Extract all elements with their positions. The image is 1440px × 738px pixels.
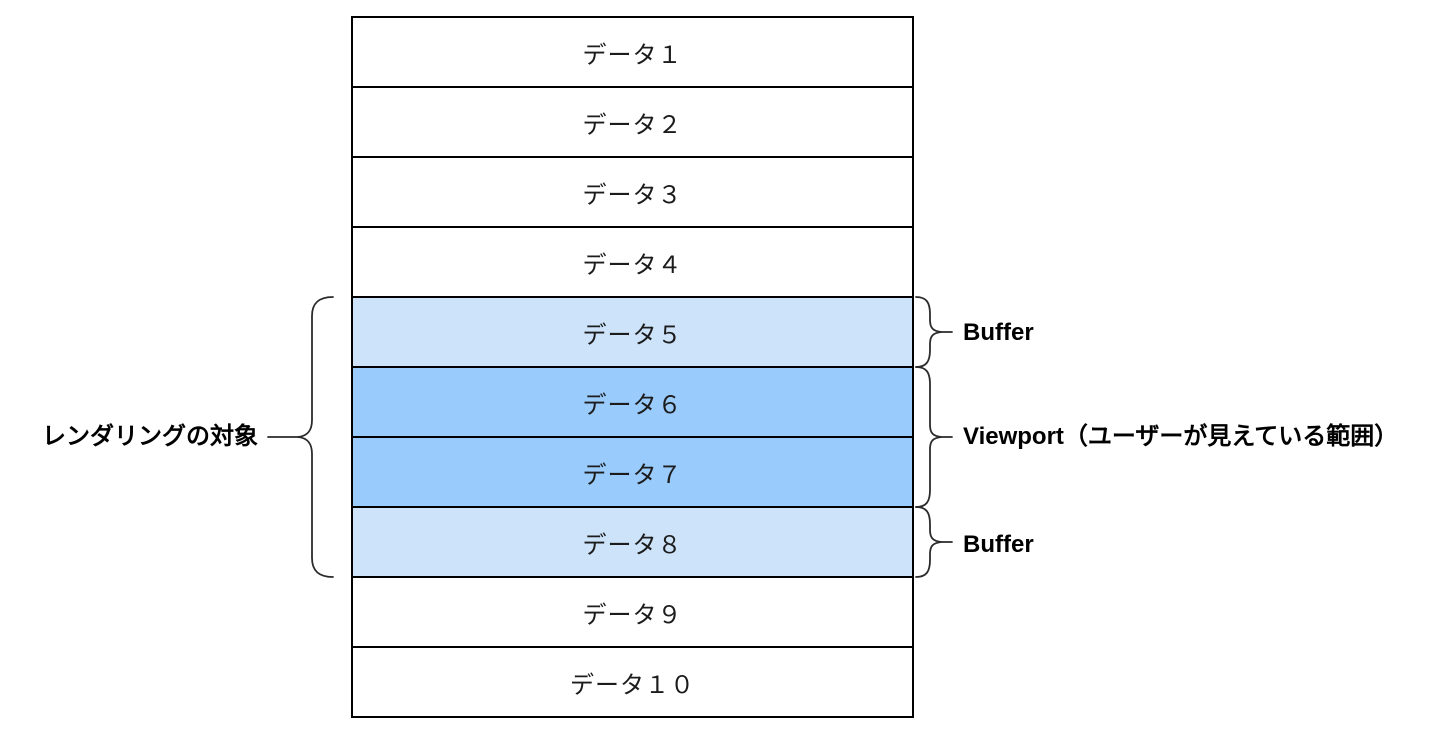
data-row-2: データ２ <box>353 88 912 158</box>
data-row-label: データ４ <box>582 251 683 279</box>
buffer-top-label: Buffer <box>963 319 1034 346</box>
data-row-1: データ１ <box>353 18 912 88</box>
viewport-label: Viewport（ユーザーが見えている範囲） <box>963 423 1399 450</box>
left-annotation-label: レンダリングの対象 <box>42 423 258 450</box>
right-brace-buffer-bottom-icon <box>915 506 942 578</box>
right-brace-viewport-icon <box>915 366 942 508</box>
left-brace-icon <box>297 296 334 578</box>
data-row-9: データ９ <box>353 578 912 648</box>
data-row-label: データ５ <box>582 321 683 349</box>
buffer-bottom-label: Buffer <box>963 531 1034 558</box>
data-row-label: データ７ <box>582 461 683 489</box>
data-row-6-viewport: データ６ <box>353 368 912 438</box>
data-row-5-buffer: データ５ <box>353 298 912 368</box>
data-row-7-viewport: データ７ <box>353 438 912 508</box>
data-row-3: データ３ <box>353 158 912 228</box>
data-row-label: データ６ <box>582 391 683 419</box>
data-list: データ１ データ２ データ３ データ４ データ５ データ６ データ７ データ８ … <box>351 16 914 718</box>
data-row-label: データ１０ <box>570 671 695 699</box>
data-row-label: データ２ <box>582 111 683 139</box>
data-row-label: データ３ <box>582 181 683 209</box>
data-row-label: データ１ <box>582 41 683 69</box>
data-row-4: データ４ <box>353 228 912 298</box>
right-brace-buffer-top-icon <box>915 296 942 368</box>
data-row-10: データ１０ <box>353 648 912 716</box>
data-row-label: データ９ <box>582 601 683 629</box>
data-row-8-buffer: データ８ <box>353 508 912 578</box>
data-row-label: データ８ <box>582 531 683 559</box>
